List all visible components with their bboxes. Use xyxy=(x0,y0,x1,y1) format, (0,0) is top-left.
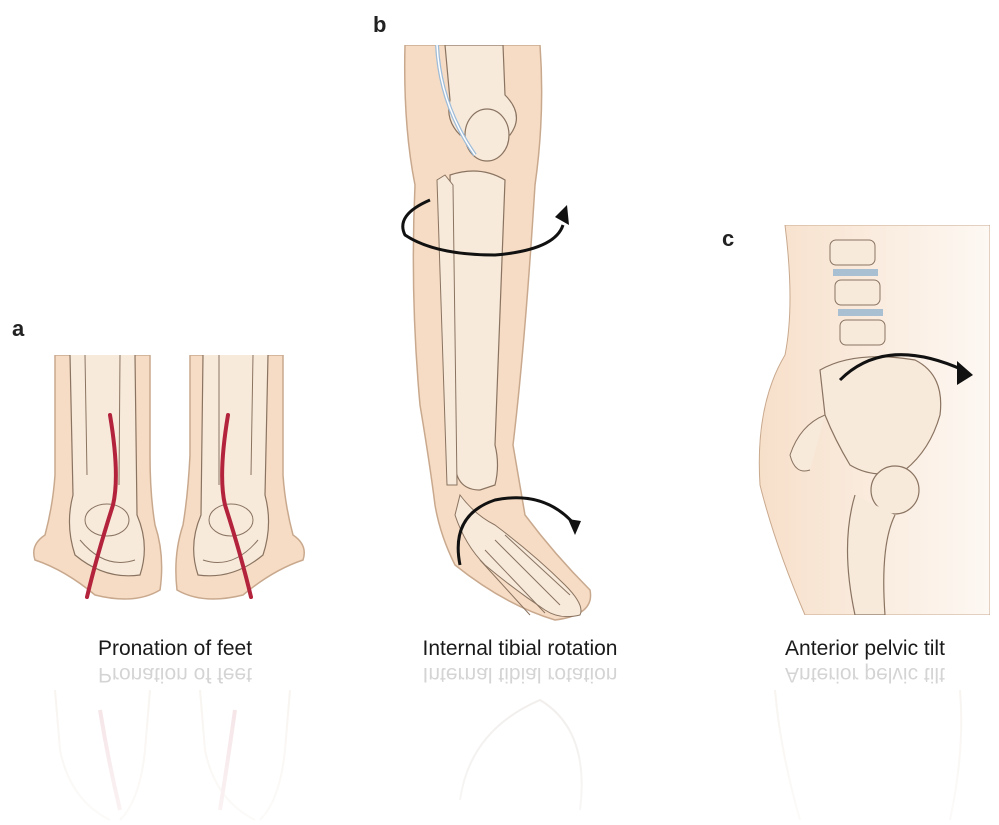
caption-pronation: Pronation of feet xyxy=(55,638,295,659)
caption-reflection-pelvic-tilt: Anterior pelvic tilt xyxy=(745,664,985,685)
pronation-feet-illustration xyxy=(25,355,310,620)
panel-label-b: b xyxy=(373,14,386,36)
caption-reflection-pronation: Pronation of feet xyxy=(55,664,295,685)
caption-pelvic-tilt: Anterior pelvic tilt xyxy=(745,638,985,659)
reflection-fade xyxy=(0,690,999,825)
tibial-rotation-illustration xyxy=(385,45,615,625)
right-foot xyxy=(176,355,304,599)
panel-label-a: a xyxy=(12,318,24,340)
caption-reflection-tibial-rotation: Internal tibial rotation xyxy=(400,664,640,685)
pelvic-tilt-illustration xyxy=(745,225,990,615)
caption-tibial-rotation: Internal tibial rotation xyxy=(400,638,640,659)
left-foot xyxy=(34,355,162,599)
panel-label-c: c xyxy=(722,228,734,250)
